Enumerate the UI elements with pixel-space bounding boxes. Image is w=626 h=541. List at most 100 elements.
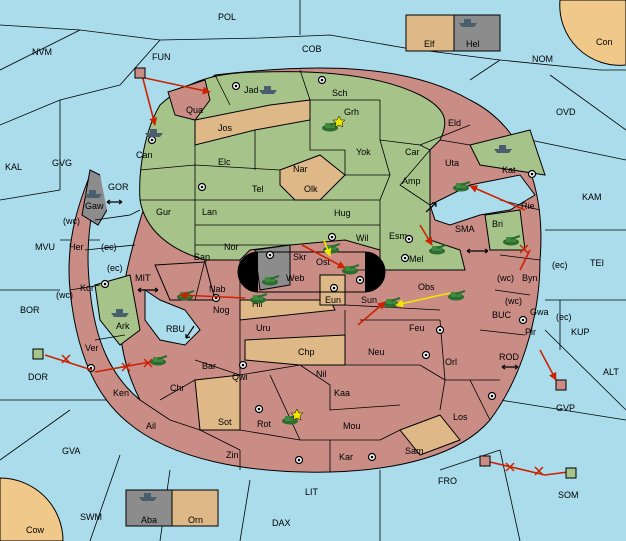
supply-center — [327, 232, 337, 242]
label-bar: Bar — [202, 361, 216, 371]
label-orl: Orl — [445, 357, 457, 367]
label-kal: KAL — [5, 162, 22, 172]
unit-box-fro — [479, 455, 491, 467]
label-her: Her — [69, 242, 84, 252]
label-coast-wc-her: (wc) — [63, 216, 80, 226]
label-coast-wc-kor: (wc) — [56, 290, 73, 300]
label-kat: Kat — [502, 165, 516, 175]
inner-sea-rbu — [144, 289, 201, 346]
label-elf: Elf — [424, 39, 435, 49]
unit-box-som — [565, 467, 577, 479]
supply-center — [294, 455, 304, 465]
label-pol: POL — [218, 12, 236, 22]
label-feu: Feu — [409, 323, 425, 333]
supply-center — [400, 253, 410, 263]
supply-center — [404, 234, 414, 244]
home-cow[interactable] — [0, 477, 64, 541]
label-nvm: NVM — [32, 47, 52, 57]
move-orders — [44, 74, 569, 476]
region-chp[interactable] — [244, 334, 346, 366]
label-sch: Sch — [332, 88, 348, 98]
label-kaa: Kaa — [334, 388, 350, 398]
region-orn[interactable] — [171, 489, 219, 527]
strait-west — [238, 252, 258, 292]
label-jad: Jad — [244, 85, 259, 95]
label-sap: Sap — [194, 252, 210, 262]
label-qua: Qua — [186, 105, 203, 115]
label-skr: Skr — [293, 252, 307, 262]
label-ark: Ark — [116, 321, 130, 331]
label-fro: FRO — [438, 476, 457, 486]
label-hil: Hil — [252, 299, 263, 309]
label-mit: MIT — [135, 273, 151, 283]
label-kor: Kor — [80, 283, 94, 293]
label-ken: Ken — [113, 388, 129, 398]
label-gur: Gur — [156, 207, 171, 217]
strait-east — [365, 252, 385, 292]
label-fun: FUN — [152, 52, 171, 62]
label-coast-wc-gwa: (wc) — [505, 296, 522, 306]
region-hel[interactable] — [453, 14, 501, 52]
label-uru: Uru — [256, 323, 271, 333]
label-orn: Orn — [188, 515, 203, 525]
supply-center — [147, 135, 157, 145]
strait-arrows — [106, 199, 519, 370]
supply-center — [238, 360, 248, 370]
label-kar: Kar — [339, 452, 353, 462]
label-qwi: Qwi — [232, 372, 248, 382]
label-dax: DAX — [272, 518, 291, 528]
label-hug: Hug — [334, 208, 351, 218]
supply-center — [231, 81, 241, 91]
label-coast-ec-her: (ec) — [101, 242, 117, 252]
label-coast-wc-byn: (wc) — [497, 273, 514, 283]
label-bri: Bri — [492, 219, 503, 229]
supply-center — [355, 275, 365, 285]
supply-centers — [86, 75, 537, 465]
label-rie: Rie — [521, 201, 535, 211]
label-nom: NOM — [532, 54, 553, 64]
label-ail: Ail — [146, 421, 156, 431]
region-uru[interactable] — [239, 299, 336, 321]
label-olk: Olk — [304, 184, 318, 194]
region-sam[interactable] — [399, 414, 461, 456]
region-elf[interactable] — [405, 14, 455, 52]
inner-sea-gor — [100, 140, 140, 215]
label-con: Con — [596, 37, 613, 47]
label-yok: Yok — [356, 147, 371, 157]
label-rod: ROD — [499, 352, 520, 362]
label-gaw: Gaw — [85, 201, 104, 211]
label-sam: Sam — [405, 446, 424, 456]
home-con[interactable] — [559, 0, 626, 66]
label-ovd: OVD — [556, 107, 576, 117]
label-coast-ec-kor: (ec) — [107, 263, 123, 273]
label-los: Los — [453, 412, 468, 422]
label-gvg: GVG — [52, 158, 72, 168]
label-lit: LIT — [305, 487, 319, 497]
label-gor: GOR — [108, 182, 129, 192]
label-esm: Esm — [389, 231, 407, 241]
label-coast-ec-byn: (ec) — [552, 260, 568, 270]
supply-center — [487, 391, 497, 401]
label-tei: TEI — [590, 258, 604, 268]
supply-center — [329, 283, 339, 293]
inner-sea-sma — [429, 174, 536, 226]
label-lan: Lan — [202, 207, 217, 217]
label-som: SOM — [558, 490, 579, 500]
label-rot: Rot — [257, 419, 272, 429]
region-web[interactable] — [254, 244, 291, 291]
supply-center — [518, 315, 528, 325]
label-neu: Neu — [368, 347, 385, 357]
supply-center — [100, 279, 110, 289]
label-gva: GVA — [62, 446, 80, 456]
failed-marks — [61, 244, 544, 476]
label-elc: Elc — [218, 157, 231, 167]
label-alt: ALT — [603, 367, 619, 377]
label-gwa: Gwa — [530, 307, 549, 317]
label-mel: Mel — [409, 254, 424, 264]
support-orders — [323, 239, 451, 308]
label-sot: Sot — [218, 417, 232, 427]
label-nor: Nor — [224, 242, 239, 252]
label-can: Can — [136, 150, 153, 160]
